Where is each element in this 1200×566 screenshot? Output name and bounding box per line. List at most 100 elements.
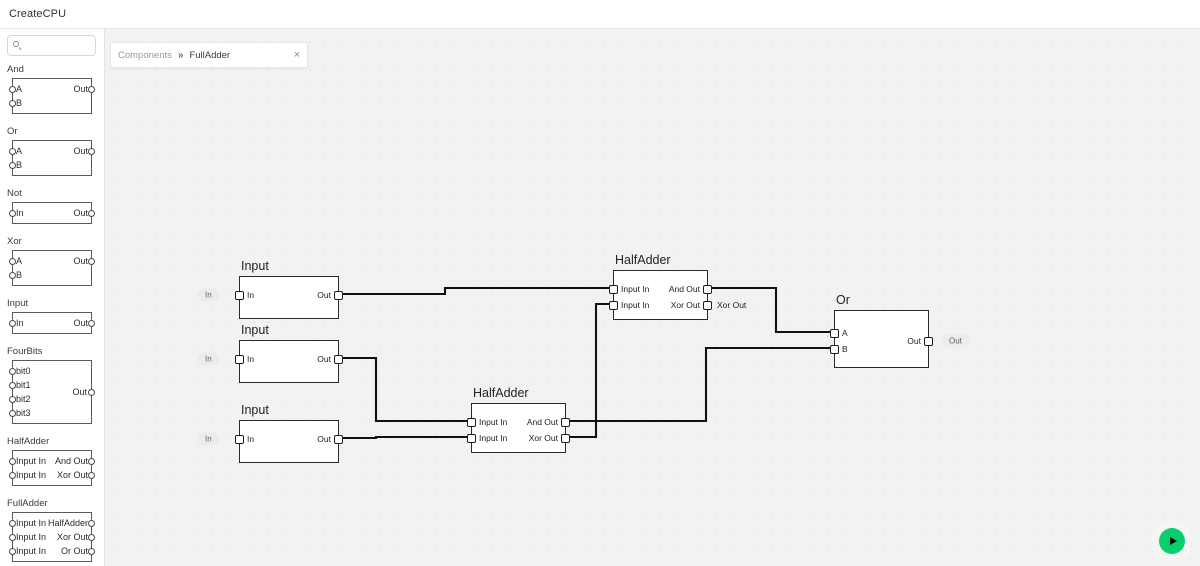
- port-output-icon[interactable]: [924, 336, 933, 346]
- port-input-icon[interactable]: [9, 257, 16, 265]
- node-output-label: And Out: [668, 284, 700, 294]
- port-input-icon[interactable]: [609, 300, 618, 310]
- breadcrumb-tab[interactable]: Components » FullAdder ×: [110, 42, 308, 68]
- port-input-icon[interactable]: [9, 367, 16, 375]
- port-input-icon[interactable]: [9, 85, 16, 93]
- port-output-icon[interactable]: [561, 417, 570, 427]
- port-output-icon[interactable]: [88, 85, 95, 93]
- port-output-icon[interactable]: [334, 290, 343, 300]
- breadcrumb-root[interactable]: Components: [118, 49, 172, 61]
- port-input-icon[interactable]: [235, 434, 244, 444]
- port-output-icon[interactable]: [88, 147, 95, 155]
- node-input-label: Input In: [621, 284, 650, 294]
- wire-input1-halfadder1: [339, 286, 613, 296]
- palette-item-title: Or: [7, 126, 18, 137]
- port-input-icon[interactable]: [9, 409, 16, 417]
- node-output-label: And Out: [526, 417, 558, 427]
- port-input-icon[interactable]: [830, 344, 839, 354]
- port-output-icon[interactable]: [703, 300, 712, 310]
- port-input-icon[interactable]: [9, 319, 16, 327]
- wire-input3-halfadder2: [339, 435, 471, 440]
- port-input-icon[interactable]: [467, 417, 476, 427]
- port-input-icon[interactable]: [467, 433, 476, 443]
- port-output-icon[interactable]: [88, 457, 95, 465]
- run-button[interactable]: [1159, 528, 1185, 554]
- port-output-icon[interactable]: [88, 388, 95, 396]
- wire-layer: [339, 286, 834, 440]
- close-icon[interactable]: ×: [293, 48, 300, 61]
- port-output-icon[interactable]: [334, 434, 343, 444]
- port-output-icon[interactable]: [88, 519, 95, 527]
- port-input-icon[interactable]: [9, 271, 16, 279]
- port-input-icon[interactable]: [9, 547, 16, 555]
- port-input-icon[interactable]: [235, 290, 244, 300]
- port-input-icon[interactable]: [9, 471, 16, 479]
- port-input-icon[interactable]: [609, 284, 618, 294]
- node-title: Input: [241, 403, 269, 417]
- palette-output-label: Out: [73, 208, 88, 218]
- port-input-icon[interactable]: [235, 354, 244, 364]
- port-input-icon[interactable]: [9, 533, 16, 541]
- node-input-label: Input In: [479, 433, 508, 443]
- palette-item-box[interactable]: In Out: [9, 202, 95, 224]
- port-output-icon[interactable]: [88, 533, 95, 541]
- port-output-icon[interactable]: [88, 209, 95, 217]
- palette-port-row: bit0: [9, 364, 91, 378]
- palette-port-row: bit3: [9, 406, 91, 420]
- port-output-icon[interactable]: [561, 433, 570, 443]
- node-title: Or: [836, 293, 850, 307]
- search-box[interactable]: [7, 35, 96, 56]
- port-output-icon[interactable]: [88, 319, 95, 327]
- port-output-icon[interactable]: [88, 547, 95, 555]
- palette-item-title: Not: [7, 188, 22, 199]
- port-output-icon[interactable]: [703, 284, 712, 294]
- play-icon: [1169, 537, 1177, 545]
- port-input-icon[interactable]: [9, 209, 16, 217]
- port-input-icon[interactable]: [9, 381, 16, 389]
- port-output-icon[interactable]: [88, 471, 95, 479]
- palette-port-row: B: [9, 158, 91, 172]
- port-input-icon[interactable]: [9, 147, 16, 155]
- port-input-icon[interactable]: [9, 99, 16, 107]
- port-input-icon[interactable]: [9, 161, 16, 169]
- node-input-label: B: [842, 344, 848, 354]
- port-input-icon[interactable]: [9, 395, 16, 403]
- wire-halfadder2xor-halfadder1: [566, 302, 613, 439]
- port-output-icon[interactable]: [334, 354, 343, 364]
- port-input-icon[interactable]: [9, 519, 16, 527]
- palette-input-label: In: [16, 208, 24, 218]
- node-title: HalfAdder: [473, 386, 529, 400]
- node-output-label: Out: [907, 336, 921, 346]
- port-output-icon[interactable]: [88, 257, 95, 265]
- port-input-icon[interactable]: [9, 457, 16, 465]
- node-output-label: Xor Out: [528, 433, 558, 443]
- palette-output-label: Or Out: [60, 546, 88, 556]
- search-input[interactable]: [25, 39, 90, 52]
- breadcrumb-current: FullAdder: [189, 49, 231, 61]
- port-input-icon[interactable]: [830, 328, 839, 338]
